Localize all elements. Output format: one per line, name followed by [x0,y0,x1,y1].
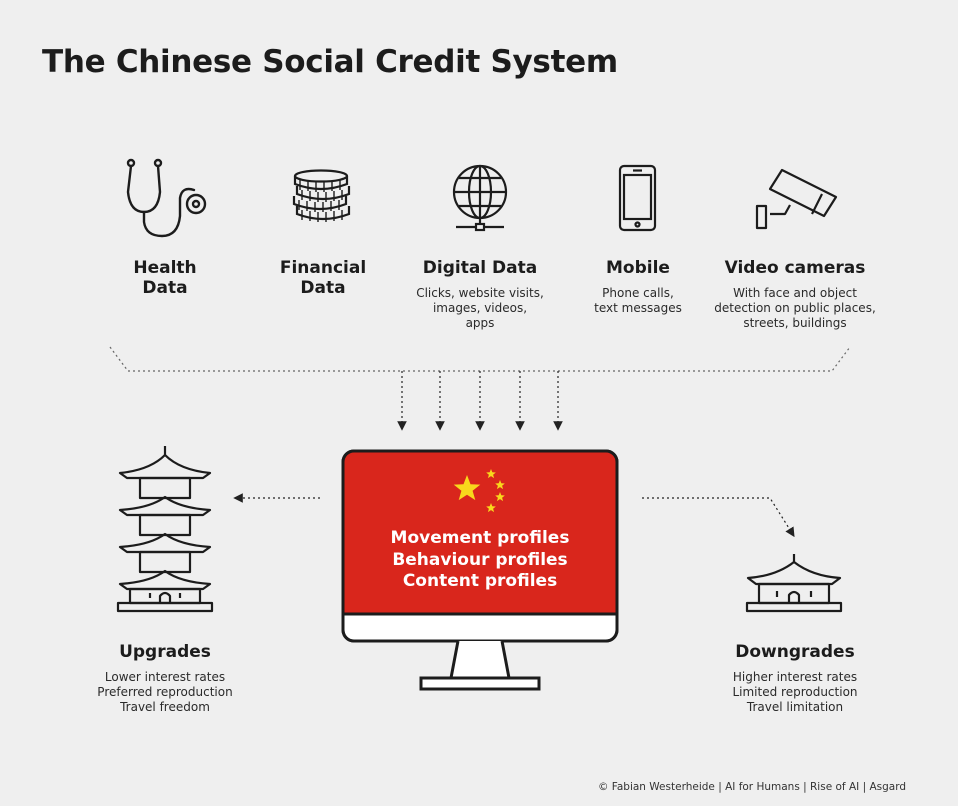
upgrades-title: Upgrades [119,642,211,662]
source-label-mobile: Mobile [606,258,670,278]
small-pagoda-icon [745,554,843,613]
source-desc-mobile: Phone calls, text messages [594,286,682,315]
smartphone-icon [618,164,657,232]
data-collection-bracket [109,346,851,372]
source-desc-video: With face and object detection on public… [714,286,876,330]
source-desc-digital: Clicks, website visits, images, videos, … [416,286,544,330]
page-title: The Chinese Social Credit System [42,44,618,80]
downgrades-title: Downgrades [735,642,855,662]
source-label-video: Video cameras [724,258,866,278]
profiles-text: Movement profiles Behaviour profiles Con… [390,528,570,591]
coins-icon [292,169,351,222]
security-camera-icon [755,168,838,230]
credit-line: © Fabian Westerheide | AI for Humans | R… [597,781,906,793]
tall-pagoda-icon [116,446,214,613]
source-label-financial: Financial Data [279,258,367,298]
globe-icon [452,164,508,232]
source-label-health: Health Data [133,258,197,298]
flag-stars-icon [453,469,505,513]
outcome-arrows [233,493,795,538]
stethoscope-icon [126,158,207,238]
data-flow-arrows [397,371,563,431]
upgrades-desc: Lower interest rates Preferred reproduct… [97,670,233,714]
source-label-digital: Digital Data [422,258,538,278]
monitor-icon [341,449,619,691]
downgrades-desc: Higher interest rates Limited reproducti… [732,670,858,714]
